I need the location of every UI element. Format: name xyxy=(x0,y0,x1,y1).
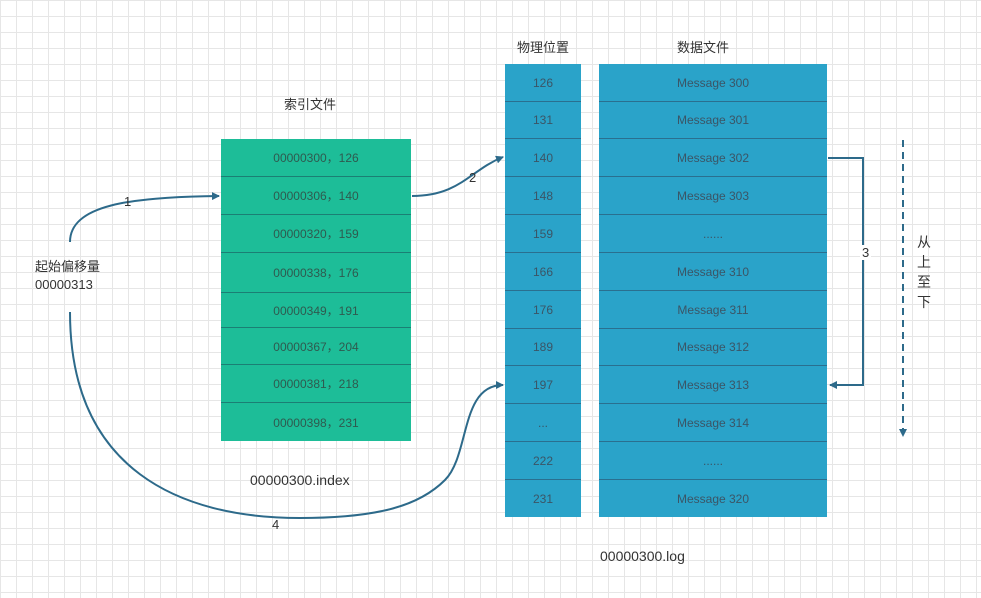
start-offset-value: 00000313 xyxy=(35,277,93,292)
index-file-heading: 索引文件 xyxy=(283,97,336,112)
position-cell: 131 xyxy=(505,102,581,139)
message-cell: Message 303 xyxy=(599,177,827,215)
direction-char: 上 xyxy=(917,254,931,270)
position-cell: 176 xyxy=(505,291,581,329)
arrow-2 xyxy=(411,155,504,197)
index-entry: 00000381，218 xyxy=(221,365,411,403)
position-cell: 166 xyxy=(505,253,581,291)
message-cell: Message 314 xyxy=(599,404,827,442)
index-entry: 00000338，176 xyxy=(221,253,411,293)
direction-char: 下 xyxy=(917,294,931,310)
position-cell: 140 xyxy=(505,139,581,177)
index-entry: 00000306，140 xyxy=(221,177,411,215)
arrow-3 xyxy=(828,157,864,389)
start-offset-title: 起始偏移量 xyxy=(35,259,101,274)
position-cell: 231 xyxy=(532,491,554,506)
index-entry: 00000300，126 xyxy=(221,139,411,177)
message-cell: Message 312 xyxy=(599,329,827,366)
index-entry: 00000398，231 xyxy=(273,415,359,430)
log-filename: 00000300.log xyxy=(600,548,685,564)
message-cell: Message 311 xyxy=(599,291,827,329)
message-cell: ...... xyxy=(599,215,827,253)
arrow-1-label: 1 xyxy=(124,194,132,209)
arrow-2-label: 2 xyxy=(469,170,477,185)
arrow-4-label: 4 xyxy=(272,517,280,532)
position-cell: 189 xyxy=(505,329,581,366)
index-entry: 00000367，204 xyxy=(221,328,411,365)
index-entry: 00000320，159 xyxy=(221,215,411,253)
message-cell: Message 301 xyxy=(599,102,827,139)
position-cell: 222 xyxy=(505,442,581,480)
position-cell: 126 xyxy=(505,64,581,102)
log-file-column: Message 300 Message 301 Message 302 Mess… xyxy=(599,64,827,517)
message-cell: Message 310 xyxy=(599,253,827,291)
message-cell: ...... xyxy=(599,442,827,480)
direction-char: 从 xyxy=(917,234,931,250)
positions-column: 126 131 140 148 159 166 176 189 197 ... … xyxy=(505,64,581,517)
index-entry: 00000349，191 xyxy=(221,293,411,328)
arrow-3-label: 3 xyxy=(860,245,872,260)
position-cell: 159 xyxy=(505,215,581,253)
index-filename: 00000300.index xyxy=(250,472,350,488)
arrow-4 xyxy=(69,311,504,520)
direction-char: 至 xyxy=(917,274,931,290)
position-cell: 148 xyxy=(505,177,581,215)
message-cell: Message 302 xyxy=(599,139,827,177)
position-cell: ... xyxy=(505,404,581,442)
position-cell: 197 xyxy=(505,366,581,404)
positions-heading: 物理位置 xyxy=(516,40,569,55)
direction-label: 从 上 至 下 xyxy=(917,232,931,312)
log-file-heading: 数据文件 xyxy=(676,40,729,55)
index-file-table: 00000300，126 00000306，140 00000320，159 0… xyxy=(221,139,411,441)
arrow-1 xyxy=(69,192,220,243)
message-cell: Message 300 xyxy=(599,64,827,102)
start-offset-block: 起始偏移量 00000313 xyxy=(35,258,100,294)
message-cell: Message 320 xyxy=(676,491,750,506)
message-cell: Message 313 xyxy=(599,366,827,404)
